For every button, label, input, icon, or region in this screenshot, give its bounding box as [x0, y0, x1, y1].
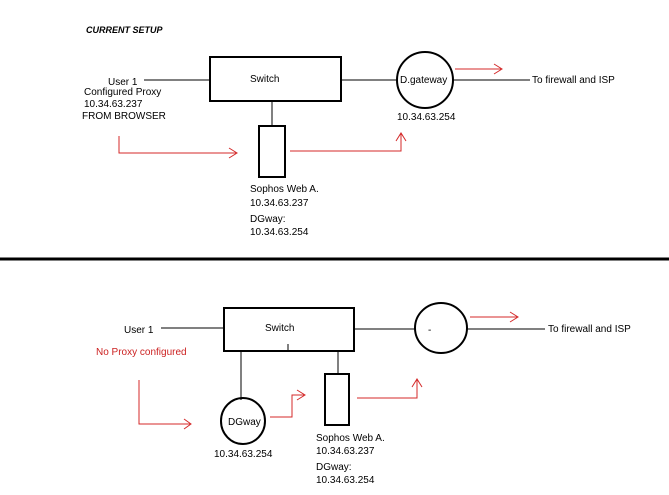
bottom-flow-arrowhead-1: [183, 418, 192, 430]
top-flow-arrowhead-3: [493, 63, 503, 75]
top-proxy-line2: 10.34.63.237: [84, 99, 143, 110]
top-dgway-label: DGway:: [250, 214, 286, 225]
top-destination-label: To firewall and ISP: [532, 75, 615, 86]
bottom-flow-arrow-to-sophos: [270, 394, 304, 418]
bottom-sophos-box: [324, 373, 350, 426]
bottom-dgway-node-ip: 10.34.63.254: [214, 449, 273, 460]
top-flow-arrowhead-1: [228, 147, 238, 159]
top-proxy-line1: Configured Proxy: [84, 87, 161, 98]
bottom-dgway-ip: 10.34.63.254: [316, 475, 375, 486]
top-sophos-ip: 10.34.63.237: [250, 198, 309, 209]
top-sophos-box: [258, 125, 286, 178]
bottom-flow-arrowhead-4: [509, 311, 519, 323]
top-flow-arrow-to-gateway: [290, 134, 402, 152]
top-switch-label: Switch: [250, 74, 279, 85]
bottom-user-label: User 1: [124, 325, 154, 336]
bottom-dgway-node-label: DGway: [228, 417, 261, 428]
bottom-switch-label: Switch: [265, 323, 294, 334]
top-gateway-ip: 10.34.63.254: [397, 112, 456, 123]
current-setup-title: CURRENT SETUP: [86, 25, 164, 35]
bottom-gateway-circle: [414, 302, 468, 354]
bottom-flow-arrow-to-dgway: [138, 380, 190, 425]
bottom-destination-label: To firewall and ISP: [548, 324, 631, 335]
bottom-gateway-label: -: [428, 325, 431, 336]
top-switch-box: [209, 56, 342, 102]
bottom-flow-arrowhead-3: [411, 378, 423, 388]
bottom-dgway-circle: [220, 397, 266, 445]
top-dgway-ip: 10.34.63.254: [250, 227, 309, 238]
bottom-sophos-name: Sophos Web A.: [316, 433, 385, 444]
top-proxy-line3: FROM BROWSER: [82, 111, 166, 122]
bottom-dgway-label: DGway:: [316, 462, 352, 473]
bottom-sophos-ip: 10.34.63.237: [316, 446, 375, 457]
top-user-label: User 1: [108, 77, 138, 88]
top-gateway-label: D.gateway: [400, 75, 447, 86]
bottom-flow-arrowhead-2: [296, 389, 306, 401]
bottom-no-proxy-label: No Proxy configured: [96, 347, 187, 358]
bottom-flow-arrow-to-gateway: [357, 380, 418, 399]
top-flow-arrow-to-sophos: [118, 136, 236, 154]
top-flow-arrowhead-2: [395, 132, 407, 142]
top-sophos-name: Sophos Web A.: [250, 184, 319, 195]
